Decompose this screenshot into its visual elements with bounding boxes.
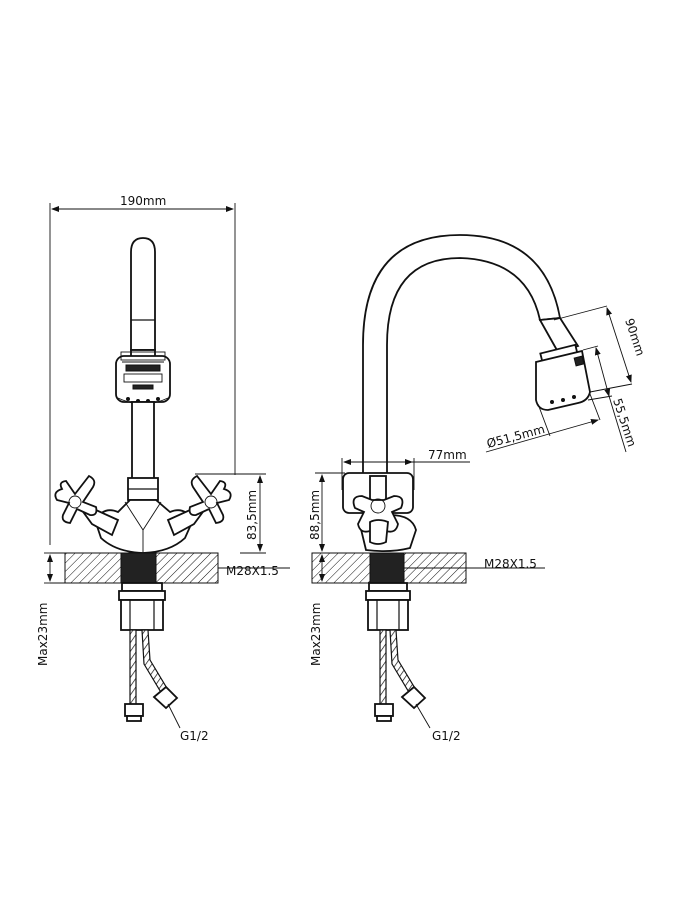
side-mount-nut [365, 582, 411, 631]
side-hose-label: G1/2 [432, 729, 461, 743]
side-base [342, 472, 417, 553]
side-aerator-length-dimension: 55,5mm [582, 345, 639, 453]
front-aerator-head [115, 351, 171, 405]
front-hoses [124, 629, 179, 722]
side-view: 90mm 55,5mm Ø51,5mm 77mm [308, 234, 647, 743]
front-spout [130, 237, 156, 361]
front-height-dimension: 83,5mm [195, 473, 266, 554]
side-hoses [374, 629, 427, 722]
side-diameter-label: Ø51,5mm [485, 422, 546, 451]
side-height-dimension: 88,5mm [308, 472, 345, 554]
side-aerator-height-label: 90mm [622, 317, 647, 358]
front-width-label: 190mm [120, 194, 166, 208]
side-reach-dimension: 77mm [341, 448, 470, 490]
front-max-label: Max23mm [36, 603, 50, 666]
front-body-column [127, 401, 159, 501]
side-height-label: 88,5mm [308, 490, 322, 540]
front-mount-nut [118, 582, 166, 631]
front-view: 190mm [36, 194, 290, 743]
front-right-handle [166, 474, 232, 537]
front-height-label: 83,5mm [245, 490, 259, 540]
front-hose-callout: G1/2 [167, 703, 209, 743]
side-countertop: M28X1.5 [311, 552, 545, 584]
front-width-dimension: 190mm [49, 194, 236, 545]
front-hose-label: G1/2 [180, 729, 209, 743]
front-countertop: M28X1.5 [50, 552, 290, 584]
side-max-dimension: Max23mm [309, 552, 330, 666]
side-max-label: Max23mm [309, 603, 323, 666]
side-reach-label: 77mm [428, 448, 467, 462]
front-thread-label: M28X1.5 [226, 564, 279, 578]
side-hose-callout: G1/2 [415, 703, 461, 743]
side-aerator-length-label: 55,5mm [610, 397, 639, 449]
front-left-handle [54, 474, 120, 537]
side-thread-label: M28X1.5 [484, 557, 537, 571]
front-max-dimension: Max23mm [36, 552, 60, 666]
side-aerator-head [535, 317, 591, 411]
